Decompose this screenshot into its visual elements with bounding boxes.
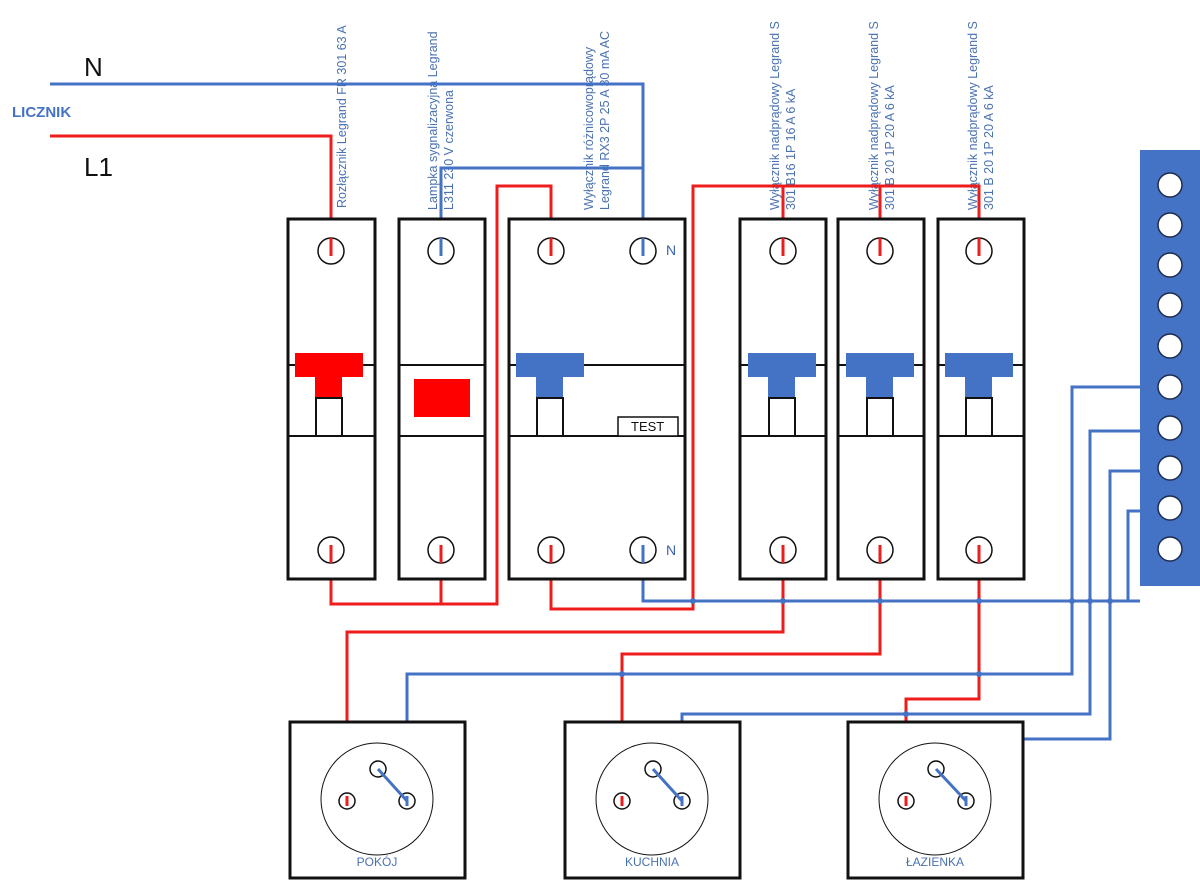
device-label-line: Rozłącznik Legrand FR 301 63 A (335, 25, 349, 208)
phase-label: L1 (84, 152, 113, 182)
lamp-lens (414, 379, 470, 417)
device-label-line: Wyłącznik nadprądowy Legrand S (768, 21, 782, 210)
socket-pokoj: POKÓJ (288, 720, 467, 880)
terminal-wire-stubs (329, 238, 981, 563)
test-button-label: TEST (631, 419, 664, 434)
socket-kuchnia: KUCHNIA (563, 720, 742, 880)
indicator-lamp-module (397, 217, 487, 581)
mcb-module-2 (836, 217, 926, 581)
rcd-live-out-wire (549, 184, 981, 611)
breaker-toggle[interactable] (945, 353, 1013, 377)
mcb-module-3 (936, 217, 1026, 581)
breaker-toggle[interactable] (748, 353, 816, 377)
breaker-toggle[interactable] (516, 353, 584, 377)
phase-supply-wire (50, 134, 333, 250)
rcd-module: TEST N N (507, 217, 687, 581)
breaker-toggle[interactable] (295, 353, 363, 377)
device-label-mcb-3: Wyłącznik nadprądowy Legrand S 301 B 20 … (966, 21, 996, 210)
neutral-terminal-label-bottom: N (666, 542, 676, 558)
device-label-line: Lampka sygnalizacyjna Legrand (426, 31, 440, 210)
device-label-lamp: Lampka sygnalizacyjna Legrand L311 230 V… (426, 31, 456, 210)
pokoj-neutral-wire (405, 385, 1140, 801)
neutral-terminal-label-top: N (666, 242, 676, 258)
neutral-label: N (84, 52, 103, 82)
neutral-bus-bar (1140, 150, 1200, 586)
neutral-supply-wire (50, 82, 645, 250)
socket-label: POKÓJ (357, 854, 398, 869)
bus-extra-wire (1126, 509, 1140, 601)
test-button[interactable] (617, 416, 679, 437)
device-label-switch: Rozłącznik Legrand FR 301 63 A (335, 25, 349, 208)
pokoj-live-wire (345, 550, 785, 801)
device-label-mcb-2: Wyłącznik nadprądowy Legrand S 301 B 20 … (867, 21, 897, 210)
junction-dots (619, 598, 1113, 717)
device-label-line: L311 230 V czerwona (442, 90, 456, 210)
meter-label: LICZNIK (12, 104, 71, 121)
device-label-line: 301 B 20 1P 20 A 6 kA (982, 84, 996, 210)
breaker-toggle[interactable] (846, 353, 914, 377)
socket-lazienka: ŁAZIENKA (846, 720, 1025, 880)
device-label-line: 301 B 20 1P 20 A 6 kA (883, 84, 897, 210)
device-label-mcb-1: Wyłącznik nadprądowy Legrand S 301 B16 1… (768, 21, 798, 210)
socket-label: KUCHNIA (625, 855, 679, 869)
device-label-line: 301 B16 1P 16 A 6 kA (784, 88, 798, 210)
device-label-line: Wyłącznik różnicowoprądowy (582, 46, 596, 210)
device-label-line: Wyłącznik nadprądowy Legrand S (867, 21, 881, 210)
socket-label: ŁAZIENKA (906, 855, 964, 869)
mcb-module-1 (738, 217, 828, 581)
switch-out-wire (329, 184, 553, 606)
device-label-line: Wyłącznik nadprądowy Legrand S (966, 21, 980, 210)
device-label-line: Legrand RX3 2P 25 A 30 mA AC (598, 31, 612, 210)
device-label-rcd: Wyłącznik różnicowoprądowy Legrand RX3 2… (582, 31, 612, 210)
main-switch-module (286, 217, 377, 581)
